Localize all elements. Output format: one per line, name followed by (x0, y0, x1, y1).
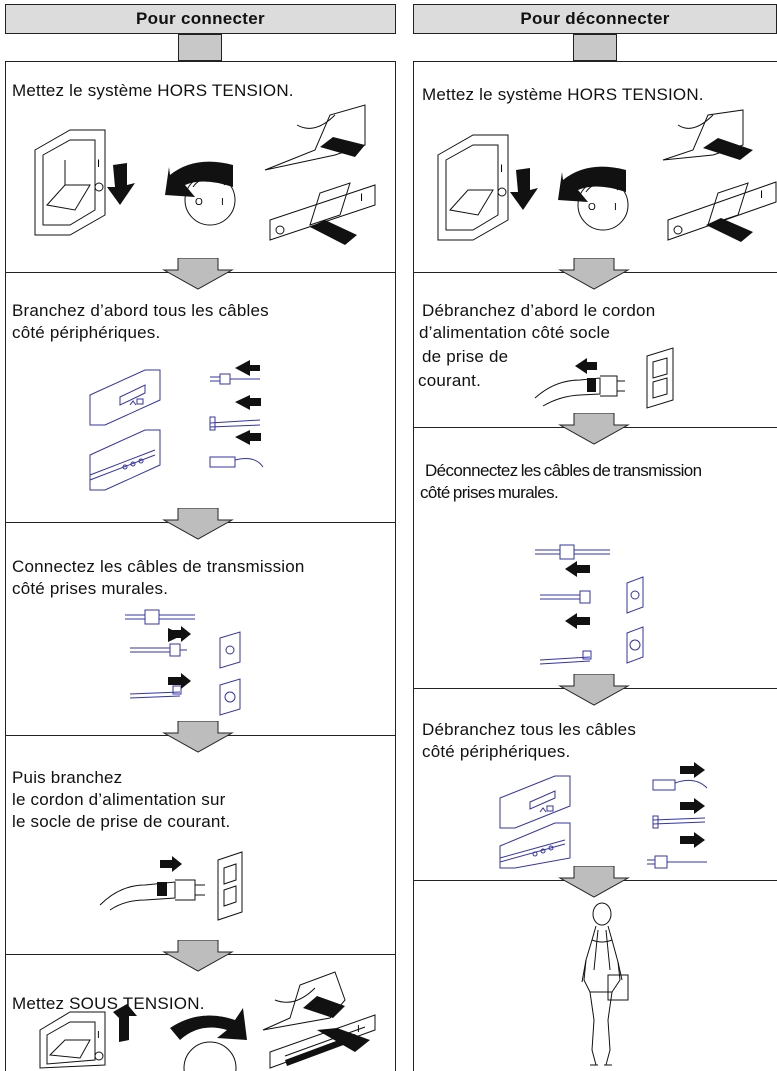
svg-text:I: I (614, 202, 617, 213)
right-flow-arrow-2 (558, 413, 630, 445)
left-step4-line2: le cordon d’alimentation sur (12, 790, 226, 809)
right-step2-line4: courant. (418, 371, 482, 390)
right-step4-line1: Débranchez tous les câbles (422, 720, 637, 739)
svg-text:I: I (760, 189, 763, 201)
right-header: Pour déconnecter (413, 4, 777, 34)
left-flow-arrow-1 (162, 258, 234, 290)
left-step2-line1: Branchez d’abord tous les câbles (12, 301, 269, 320)
right-step1-text: Mettez le système HORS TENSION. (422, 85, 704, 104)
right-flow-arrow-3 (558, 674, 630, 706)
svg-text:I: I (97, 1030, 100, 1041)
svg-text:I: I (97, 158, 100, 170)
right-step3-line1: Déconnectez les câbles de transmission (425, 461, 702, 480)
left-flow-arrow-2 (162, 508, 234, 540)
left-step4-line3: le socle de prise de courant. (12, 812, 231, 831)
svg-text:O: O (588, 202, 596, 213)
right-step3-line2: côté prises murales. (420, 483, 559, 502)
left-panel-top (5, 61, 396, 62)
left-step2-line2: côté périphériques. (12, 323, 161, 342)
right-flow-arrow-4 (558, 866, 630, 898)
power-on-switch-illustration: I I (39, 971, 376, 1071)
right-header-label: Pour déconnecter (520, 9, 670, 28)
right-power-off-illustration: I O I I (437, 109, 777, 242)
right-step2-line3: de prise de (422, 347, 509, 366)
power-cord-plug-in-illustration (99, 851, 243, 921)
right-panel (413, 61, 777, 1071)
right-step4-line2: côté périphériques. (422, 742, 571, 761)
wall-socket-disconnect-illustration (535, 544, 644, 665)
left-step3-line2: côté prises murales. (12, 579, 169, 598)
power-cord-unplug-illustration (534, 347, 674, 409)
svg-text:I: I (221, 197, 224, 208)
left-step4-line1: Puis branchez (12, 768, 123, 787)
left-panel (5, 61, 396, 1071)
left-header: Pour connecter (5, 4, 396, 34)
wall-socket-connect-illustration (125, 609, 241, 716)
right-step2-line2: d’alimentation côté socle (419, 323, 611, 342)
svg-text:I: I (357, 1024, 360, 1035)
left-step3-line1: Connectez les câbles de transmission (12, 557, 305, 576)
left-step1-text: Mettez le système HORS TENSION. (12, 81, 294, 100)
left-header-tab (178, 34, 222, 61)
right-step2-line1: Débranchez d’abord le cordon (422, 301, 656, 320)
person-leaving-illustration (581, 902, 629, 1066)
right-flow-arrow-1 (558, 258, 630, 290)
left-step5-text: Mettez SOUS TENSION. (12, 994, 205, 1013)
power-off-switch-illustration: I O I I (34, 104, 376, 245)
svg-text:I: I (360, 192, 363, 204)
right-header-tab (573, 34, 617, 61)
left-flow-arrow-4 (162, 940, 234, 972)
left-flow-arrow-3 (162, 721, 234, 753)
left-header-label: Pour connecter (136, 9, 265, 28)
svg-text:I: I (500, 163, 503, 175)
peripheral-cables-illustration (89, 360, 264, 491)
svg-text:O: O (195, 197, 203, 208)
peripheral-unplug-illustration (499, 762, 708, 869)
right-panel-top (413, 61, 777, 62)
